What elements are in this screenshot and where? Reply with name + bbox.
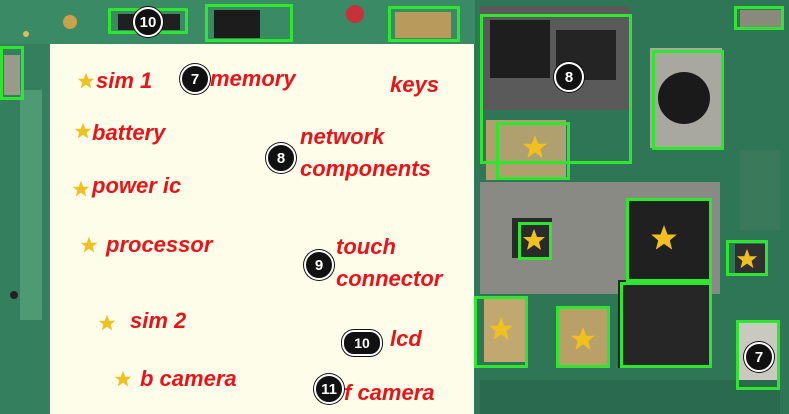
highlight-box-f-camera — [736, 320, 780, 390]
star-marker-power-ic-board — [523, 229, 545, 250]
star-icon-3 — [72, 180, 90, 197]
marker-9-legend: 9 — [304, 250, 334, 280]
highlight-box-memory — [620, 282, 712, 368]
highlight-box-network — [480, 14, 632, 164]
highlight-box-keys — [388, 6, 460, 42]
marker-11-legend: 11 — [314, 374, 344, 404]
highlight-box-sim2 — [556, 306, 610, 368]
highlight-box-vibrator — [652, 50, 724, 150]
marker-7-legend: 7 — [180, 64, 210, 94]
legend-label-f-camera: f camera — [344, 380, 435, 405]
highlight-box-battery — [474, 296, 528, 368]
legend-label-touch-1: touch — [336, 234, 396, 259]
marker-7-board: 7 — [744, 342, 774, 372]
highlight-box-b-camera — [726, 240, 768, 276]
star-icon-2 — [74, 122, 92, 139]
star-icon-1 — [77, 72, 95, 89]
star-marker-processor-board — [651, 225, 677, 250]
highlight-box-top-right — [734, 6, 784, 30]
legend-label-network-1: network — [300, 124, 385, 149]
legend-panel — [50, 44, 474, 414]
legend-label-keys: keys — [390, 72, 439, 97]
star-marker-b-camera-board — [736, 248, 758, 269]
highlight-box-power-ic — [518, 222, 552, 260]
highlight-box-processor — [626, 198, 712, 282]
star-icon-6 — [114, 370, 132, 387]
star-marker-battery-board — [489, 317, 513, 340]
legend-label-memory: memory — [210, 66, 296, 91]
marker-8-board: 8 — [554, 62, 584, 92]
star-marker-sim1-board — [523, 135, 547, 158]
legend-label-sim1: sim 1 — [96, 68, 153, 93]
star-icon-5 — [98, 314, 116, 331]
legend-label-processor: processor — [106, 232, 213, 257]
legend-label-battery: battery — [92, 120, 166, 145]
legend-label-lcd: lcd — [390, 326, 422, 351]
highlight-box-left-edge — [0, 46, 24, 100]
legend-label-sim2: sim 2 — [130, 308, 187, 333]
legend-label-power-ic: power ic — [92, 173, 182, 198]
highlight-box-top-ic — [205, 4, 293, 42]
marker-8-legend: 8 — [266, 143, 296, 173]
legend-label-b-camera: b camera — [140, 366, 237, 391]
marker-10-legend: 10 — [342, 330, 382, 356]
star-icon-4 — [80, 236, 98, 253]
legend-label-touch-2: connector — [336, 266, 443, 291]
marker-10-top: 10 — [133, 7, 163, 37]
highlight-box-sim1 — [496, 122, 570, 180]
star-marker-sim2-board — [571, 327, 595, 350]
legend-label-network-2: components — [300, 156, 431, 181]
